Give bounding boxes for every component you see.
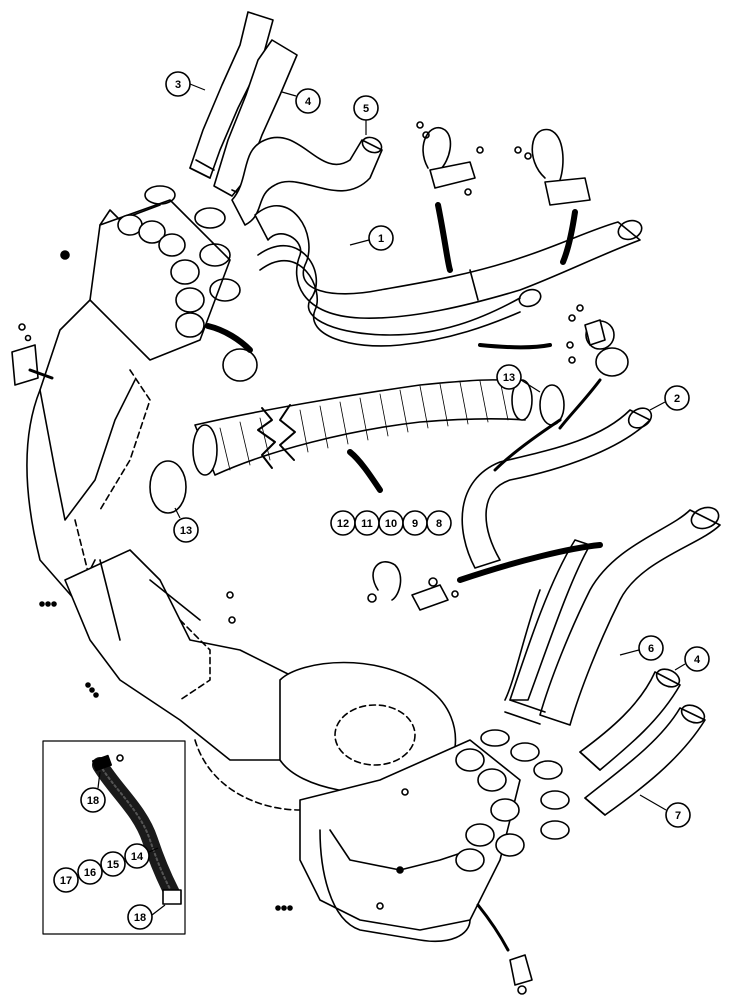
callout-3: 3	[165, 71, 206, 97]
callout-9: 9	[402, 510, 428, 536]
callout-7: 7	[639, 794, 691, 828]
svg-text:2: 2	[674, 393, 680, 405]
plenum-upper	[26, 199, 231, 601]
callout-13-right: 13	[496, 364, 541, 393]
duct-tube-7	[584, 704, 706, 816]
callout-16: 16	[77, 859, 103, 885]
bracket-lower-right	[476, 903, 533, 995]
flex-hose	[192, 379, 533, 476]
callout-4-lower: 4	[674, 646, 710, 672]
svg-text:6: 6	[648, 643, 654, 655]
clamp-assembly-mid	[566, 304, 629, 377]
callout-11: 11	[354, 510, 380, 536]
callout-14: 14	[124, 843, 159, 869]
svg-text:5: 5	[363, 103, 369, 115]
clamp-13-left	[149, 460, 187, 514]
svg-text:3: 3	[175, 79, 181, 91]
duct-tube-4-lower	[579, 668, 681, 771]
callout-12: 12	[330, 510, 356, 536]
duct-tube-5	[231, 136, 383, 226]
callout-18-upper: 18	[80, 771, 106, 813]
svg-text:14: 14	[131, 851, 144, 863]
svg-text:18: 18	[134, 912, 146, 924]
svg-text:4: 4	[305, 96, 312, 108]
callout-6: 6	[619, 635, 664, 661]
inset-drain-hose	[42, 740, 186, 935]
svg-text:7: 7	[675, 810, 681, 822]
callout-2: 2	[649, 385, 690, 411]
callout-18-lower: 18	[127, 904, 166, 930]
clamp-assembly-upper-b	[514, 128, 591, 206]
callout-1: 1	[349, 225, 394, 251]
callouts: 3 4 5 1 13 2 13	[53, 71, 710, 930]
plenum-lower	[275, 739, 525, 943]
svg-text:16: 16	[84, 867, 96, 879]
svg-text:1: 1	[378, 233, 384, 245]
plenum-center	[39, 549, 457, 811]
callout-4-upper: 4	[281, 88, 321, 114]
svg-text:17: 17	[60, 875, 72, 887]
callout-8: 8	[426, 510, 452, 536]
svg-text:4: 4	[694, 654, 701, 666]
duct-tube-3	[189, 11, 274, 179]
svg-text:8: 8	[436, 518, 442, 530]
svg-text:18: 18	[87, 795, 99, 807]
bracket-left	[11, 250, 70, 386]
callout-5: 5	[353, 95, 379, 135]
callout-13-left: 13	[173, 507, 199, 543]
duct-tube-6	[504, 506, 721, 726]
clamp-assembly-lower	[367, 542, 603, 611]
clamp-assembly-upper-a	[416, 121, 484, 196]
hose-clamps-lower	[480, 729, 570, 840]
svg-text:9: 9	[412, 518, 418, 530]
callout-15: 15	[100, 851, 126, 877]
callout-10: 10	[378, 510, 404, 536]
duct-tube-2	[461, 407, 653, 569]
svg-text:10: 10	[385, 518, 397, 530]
svg-text:13: 13	[180, 525, 192, 537]
svg-text:11: 11	[361, 518, 373, 530]
hose-clamps-upper-left	[144, 185, 258, 382]
svg-text:12: 12	[337, 518, 349, 530]
svg-text:13: 13	[503, 372, 515, 384]
svg-text:15: 15	[107, 859, 119, 871]
callout-17: 17	[53, 867, 79, 893]
